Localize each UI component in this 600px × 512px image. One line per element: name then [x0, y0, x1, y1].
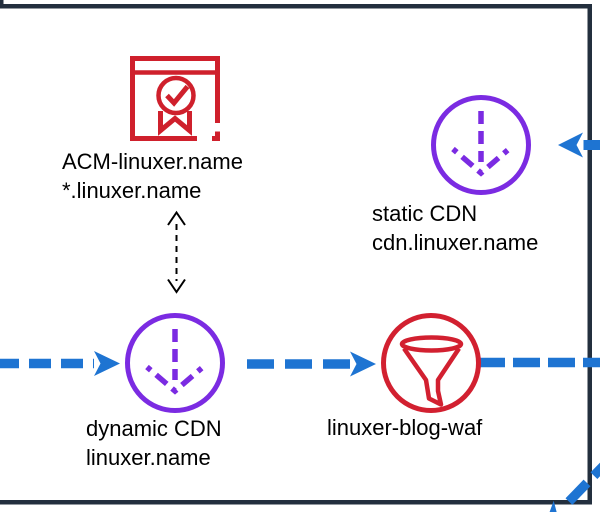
acm-cdn-link-head-up — [167, 210, 186, 226]
certificate-check-icon — [165, 84, 190, 107]
certificate-ribbon — [158, 111, 192, 136]
container-border-top — [0, 4, 592, 9]
static-cdn-circle — [431, 95, 531, 195]
dynamic-cdn-label: dynamic CDN linuxer.name — [86, 414, 222, 472]
certificate-seal-circle — [156, 75, 196, 116]
dynamic-cdn-label-line1: dynamic CDN — [86, 416, 222, 441]
dynamic-cdn-label-line2: linuxer.name — [86, 445, 211, 470]
acm-label-line2: *.linuxer.name — [62, 178, 202, 203]
static-cdn-download-arrow-head — [451, 146, 511, 177]
waf-label: linuxer-blog-waf — [327, 413, 482, 442]
acm-cdn-link-arrow — [167, 210, 186, 294]
waf-funnel-mouth — [399, 335, 464, 353]
acm-label: ACM-linuxer.name *.linuxer.name — [62, 147, 243, 205]
dynamic-cdn-icon — [125, 313, 225, 413]
static-cdn-label: static CDN cdn.linuxer.name — [372, 199, 538, 257]
arrow-to-static-cdn-head — [558, 132, 583, 158]
waf-filter-icon — [381, 313, 481, 413]
acm-certificate-icon — [130, 56, 220, 141]
traffic-flow-arrows — [0, 132, 600, 512]
container-borders — [0, 0, 592, 505]
arrow-diagonal-bottom-right-line — [558, 462, 600, 512]
dynamic-cdn-circle — [125, 313, 225, 413]
container-border-bottom — [0, 500, 592, 505]
arrow-inbound-dynamic-cdn-head — [94, 351, 120, 376]
acm-label-line1: ACM-linuxer.name — [62, 149, 243, 174]
waf-funnel-body — [402, 347, 461, 407]
arrow-diagonal-bottom-right-head — [549, 500, 557, 512]
dynamic-cdn-download-arrow-head — [145, 364, 205, 395]
certificate-frame-corner — [212, 131, 220, 141]
container-border-right — [587, 4, 592, 505]
static-cdn-label-line2: cdn.linuxer.name — [372, 230, 539, 255]
arrow-cdn-to-waf-head — [350, 351, 376, 377]
static-cdn-icon — [431, 95, 531, 195]
waf-label-line1: linuxer-blog-waf — [327, 415, 483, 440]
acm-cdn-link-head-down — [167, 278, 186, 294]
waf-circle — [381, 313, 481, 413]
static-cdn-label-line1: static CDN — [372, 201, 478, 226]
